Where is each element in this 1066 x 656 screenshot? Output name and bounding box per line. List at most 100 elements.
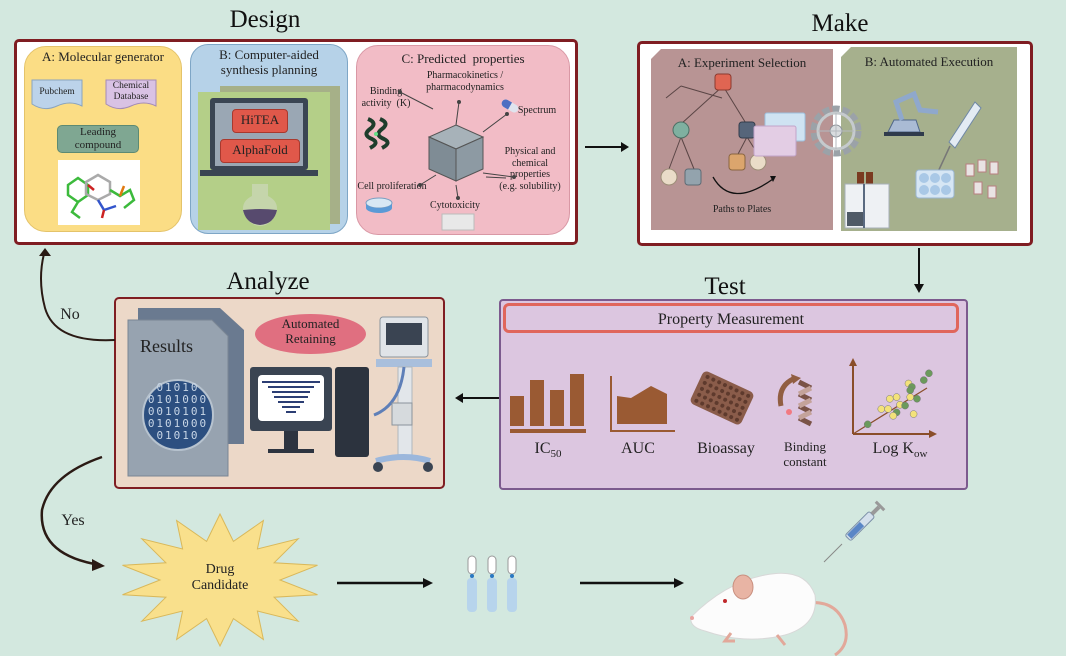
binding-constant-protein-icon: [777, 374, 813, 427]
scatter-point: [925, 369, 933, 378]
scatter-point: [863, 420, 872, 429]
alphafold-box: [220, 139, 300, 163]
auc-area-chart-icon: [610, 376, 675, 432]
decision-tree-diagram: [660, 73, 806, 195]
drug-candidate-starburst: [122, 512, 318, 648]
binding-text: Binding: [784, 439, 826, 454]
property-measurement-label: Property Measurement: [657, 311, 805, 328]
title-line1: B: Computer-aided: [219, 47, 319, 62]
tube-band: [470, 574, 474, 578]
property-cube-diagram: [398, 90, 516, 200]
ic-sub: 50: [550, 448, 562, 461]
cell-proliferation-label: Cell proliferation: [357, 181, 427, 192]
bioassay-label: Bioassay: [697, 440, 755, 457]
molecular-generator-title: A: Molecular generator: [41, 49, 164, 64]
plate-well: [720, 389, 725, 394]
plate-well: [722, 383, 727, 388]
results-label: Results: [140, 336, 194, 356]
plate-well: [711, 392, 716, 397]
plate-well: [734, 388, 739, 393]
starburst-shape: [122, 512, 318, 648]
activity-line: activity (K): [361, 97, 411, 109]
ventilator-icon: [373, 316, 433, 472]
logk-sub: ow: [913, 448, 928, 461]
log-kow-label: Log Kow: [855, 440, 945, 461]
phys-line3: properties: [510, 169, 550, 180]
plate-well: [746, 393, 751, 398]
plate-well: [708, 383, 713, 388]
phys-line4: (e.g. solubility): [499, 180, 561, 192]
property-measurement-header: [503, 303, 959, 333]
scatter-point: [901, 401, 909, 410]
six-well-plate-icon: [915, 169, 955, 199]
pubchem-label: Pubchem: [39, 87, 75, 97]
plate-well: [705, 389, 710, 394]
ic50-bar-chart-icon: [510, 374, 586, 433]
compound-line: compound: [74, 138, 122, 151]
analyze-title: Analyze: [226, 268, 310, 295]
automated-line: Automated: [281, 316, 340, 331]
make-title: Make: [811, 10, 869, 37]
scatter-point: [886, 395, 894, 403]
phys-line2: chemical: [511, 157, 549, 169]
plate-well: [723, 397, 728, 402]
hitea-box: [232, 109, 288, 133]
hplc-instrument-icon: [844, 172, 890, 229]
plate-well: [737, 411, 742, 416]
automated-retraining-ellipse: [255, 314, 366, 354]
binary-line: 0010101: [147, 405, 209, 418]
drug-line: Drug: [205, 562, 235, 577]
sample-vials-icon: [965, 159, 999, 199]
plate-well: [708, 398, 713, 403]
plate-well: [697, 392, 702, 397]
capsule-icon: [501, 99, 519, 113]
leading-compound-box: [57, 125, 139, 153]
paths-to-plates-caption: Paths to Plates: [712, 204, 772, 215]
plate-well: [700, 401, 705, 406]
binary-line: 01010: [156, 382, 200, 394]
round-bottom-flask-icon: [243, 184, 277, 226]
plate-well: [711, 377, 716, 382]
ic50-label: IC50: [518, 440, 578, 461]
plate-well: [717, 380, 722, 385]
plate-well: [737, 397, 742, 402]
log-kow-scatter-icon: [849, 358, 937, 438]
desktop-computer-icon: [250, 367, 369, 457]
petri-dish-icon: [365, 197, 393, 213]
tube-cap: [467, 555, 477, 575]
pk-line: Pharmacokinetics /: [426, 70, 504, 81]
well-plate-icon: [441, 213, 475, 231]
plate-well: [702, 395, 707, 400]
plate-well: [714, 400, 719, 405]
scatter-point: [913, 395, 921, 403]
plate-well: [728, 400, 733, 405]
plate-well: [717, 394, 722, 399]
scatter-point: [920, 376, 928, 384]
chemical-line: Chemical: [112, 81, 150, 91]
retraining-line: Retaining: [285, 330, 336, 346]
binary-data-text: 01010 0101000 0010101 0101000 01010: [140, 382, 216, 444]
tube-body: [507, 578, 517, 612]
arrow-test-to-analyze: [455, 393, 499, 403]
pd-line: pharmacodynamics: [426, 81, 504, 93]
scatter-point: [906, 386, 914, 395]
tube-body: [467, 578, 477, 612]
yes-loop-arrow: [40, 455, 105, 571]
tube-band: [490, 574, 494, 578]
automated-execution-title: B: Automated Execution: [864, 54, 994, 69]
plate-well: [717, 409, 722, 414]
tube-cap: [507, 555, 517, 575]
tube-band: [510, 574, 514, 578]
binary-line: 0101000: [147, 417, 209, 430]
no-label: No: [60, 306, 80, 323]
scatter-point: [892, 393, 901, 401]
arrow-candidate-to-tubes: [337, 578, 433, 588]
title-line2: synthesis planning: [220, 61, 318, 77]
tube-body: [487, 578, 497, 612]
test-title: Test: [704, 273, 746, 300]
scatter-point: [906, 393, 914, 401]
